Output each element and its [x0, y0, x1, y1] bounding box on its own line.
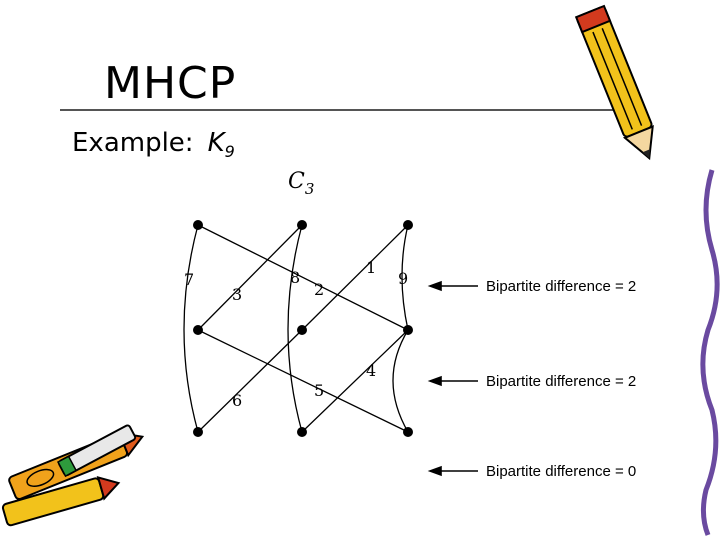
- vertex: [403, 427, 413, 437]
- edge-label: 7: [184, 270, 194, 289]
- vertex: [403, 220, 413, 230]
- edge-label: 2: [314, 280, 324, 299]
- graph-edges: [183, 224, 409, 433]
- arrow-head: [427, 280, 442, 292]
- edge: [301, 329, 409, 433]
- edge-label: 6: [232, 391, 242, 410]
- edge-label: 1: [366, 258, 376, 277]
- subtitle-prefix: Example:: [72, 128, 194, 158]
- cycle-label: C3: [288, 169, 314, 198]
- edge: [197, 329, 409, 433]
- vertex: [297, 427, 307, 437]
- vertex: [403, 325, 413, 335]
- wavy-border-icon: [700, 169, 720, 536]
- edge-label: 5: [314, 381, 324, 400]
- edge-curve: [401, 224, 409, 331]
- edge-label: 8: [290, 268, 300, 287]
- edge: [197, 329, 303, 433]
- slide-subtitle: Example: K9: [72, 128, 235, 161]
- arrow-head: [427, 465, 442, 477]
- vertex: [297, 220, 307, 230]
- vertex: [193, 220, 203, 230]
- vertex: [193, 427, 203, 437]
- edge: [197, 224, 303, 331]
- title-underline: [60, 109, 642, 111]
- edge-curve: [287, 224, 303, 433]
- subtitle-graph: K9: [207, 128, 235, 162]
- vertex: [297, 325, 307, 335]
- subtitle-graph-sub: 9: [224, 142, 235, 162]
- arrow-head: [427, 375, 442, 387]
- pencil-icon: [574, 4, 654, 161]
- bipartite-note: Bipartite difference = 2: [486, 278, 636, 295]
- subtitle-graph-letter: K: [207, 128, 225, 158]
- crayons-icon: [1, 424, 145, 527]
- vertex: [193, 325, 203, 335]
- edge-label: 3: [232, 285, 242, 304]
- edge-curve: [183, 224, 199, 433]
- edge-curve: [392, 329, 409, 433]
- edge: [197, 224, 409, 331]
- edge-label: 9: [398, 269, 408, 288]
- slide-title: MHCP: [104, 58, 237, 109]
- edge-label: 4: [366, 361, 376, 380]
- bipartite-note: Bipartite difference = 2: [486, 373, 636, 390]
- graph-vertices: [193, 220, 413, 437]
- edge: [301, 224, 409, 331]
- bipartite-note: Bipartite difference = 0: [486, 463, 636, 480]
- annotation-arrows: [427, 280, 478, 477]
